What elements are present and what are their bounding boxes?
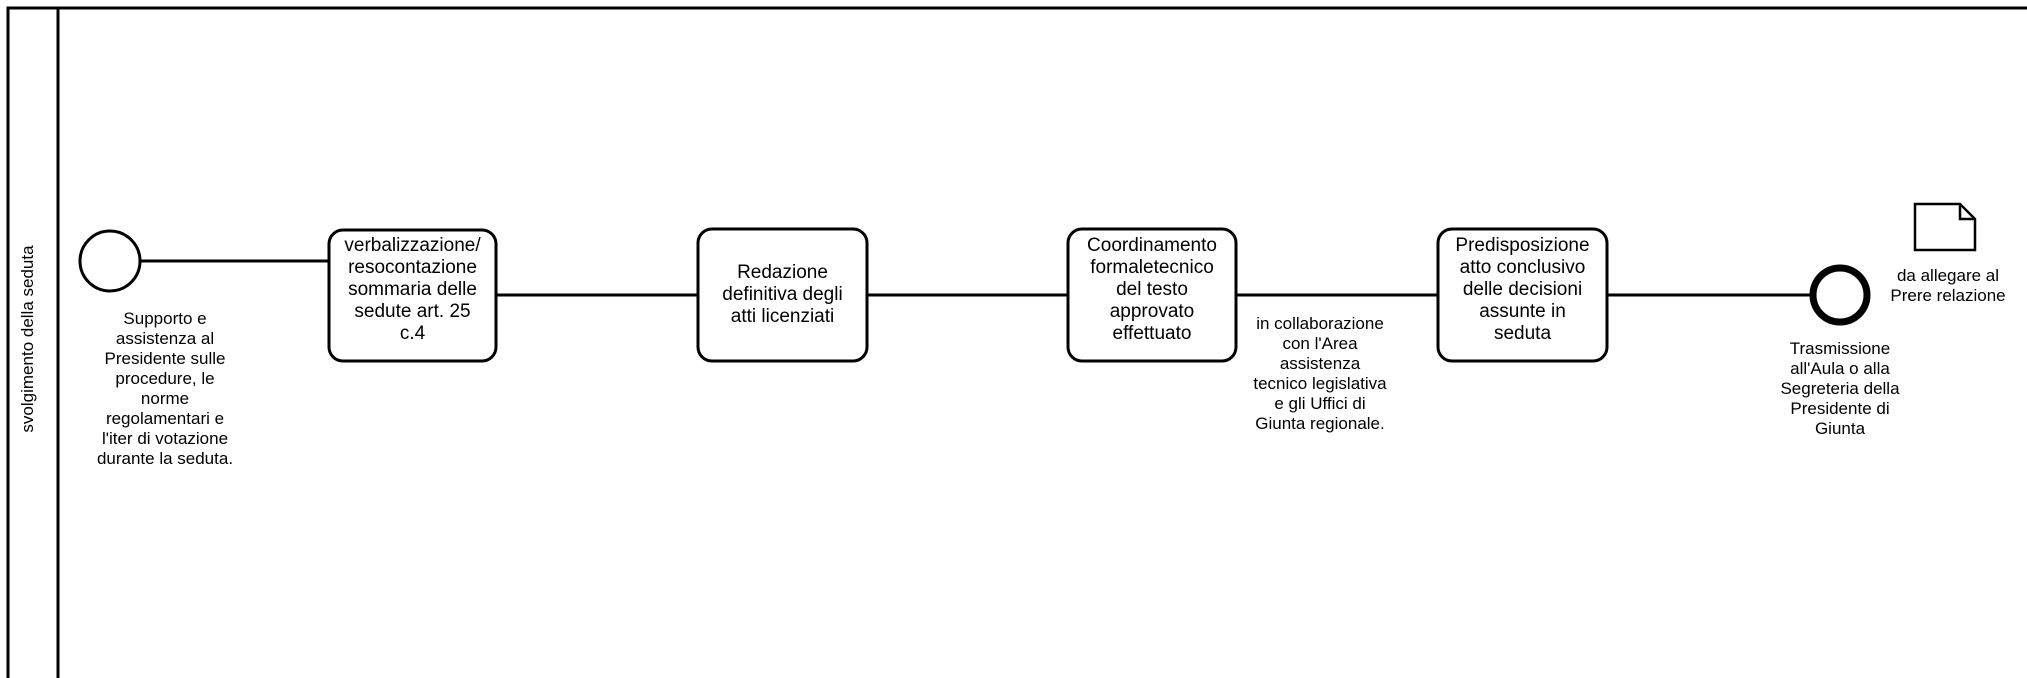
collaboration-annotation: in collaborazione con l'Area assistenza …: [1253, 314, 1387, 433]
task-redazione[interactable]: [696, 227, 869, 363]
task-coordinamento-label: Coordinamento formaletecnico del testo a…: [1087, 235, 1217, 344]
task-verbalizzazione[interactable]: [327, 228, 498, 363]
lane-label: svolgimento della seduta: [18, 245, 37, 433]
task-verbalizzazione-label: verbalizzazione/ resocontazione sommaria…: [344, 235, 481, 344]
start-event-label: Supporto e assistenza al Presidente sull…: [96, 309, 234, 468]
data-object-label: da allegare al Prere relazione: [1890, 266, 2006, 305]
task-predisposizione-label: Predisposizione atto conclusivo delle de…: [1455, 235, 1590, 344]
end-event-label: Trasmissione all'Aula o alla Segreteria …: [1780, 339, 1900, 438]
pool-frame: [6, 6, 2027, 678]
task-redazione-label: Redazione definitiva degli atti licenzia…: [722, 262, 843, 327]
start-event[interactable]: [78, 229, 142, 293]
end-event[interactable]: [1809, 264, 1871, 326]
data-object-fold: [1958, 204, 1975, 221]
task-predisposizione[interactable]: [1436, 227, 1609, 363]
task-coordinamento[interactable]: [1066, 227, 1238, 363]
data-object-icon[interactable]: [1913, 202, 1977, 252]
